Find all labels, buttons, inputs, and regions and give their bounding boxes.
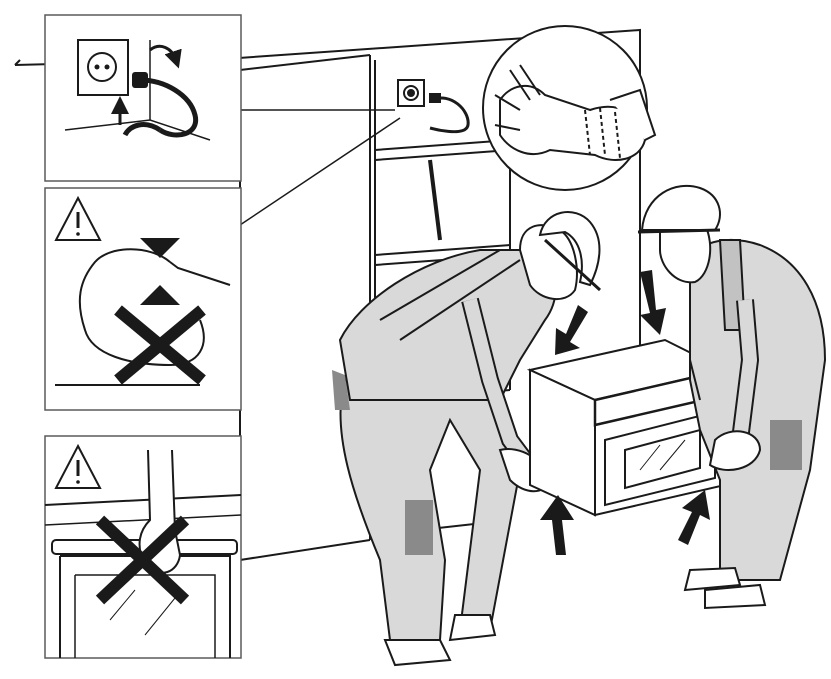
glove-icon (494, 64, 657, 161)
callout-pointer-lines (239, 109, 401, 226)
arrow-up-icon (678, 490, 710, 545)
glove-callout (482, 25, 657, 191)
arrow-down-icon (640, 270, 666, 335)
kitchen-cabinet (14, 28, 641, 561)
arrow-up-icon (540, 495, 574, 555)
worker-right (637, 184, 827, 610)
plug-removal-icon (111, 44, 199, 138)
cabinet-wall-socket (397, 79, 470, 134)
panel-unplug-before-install (44, 14, 242, 182)
panel-do-not-crush-cable (44, 187, 242, 411)
lift-arrows (540, 270, 710, 555)
warning-triangle-icon (54, 195, 102, 241)
forbidden-cross-icon (114, 305, 206, 385)
warning-triangle-icon (54, 443, 102, 489)
crush-arrow-down-icon (140, 238, 180, 258)
panel-do-not-lift-by-handle (44, 435, 242, 659)
arrow-down-icon (555, 305, 588, 355)
worker-left (332, 211, 602, 667)
crush-arrow-up-icon (140, 285, 180, 305)
forbidden-cross-icon (95, 515, 190, 605)
